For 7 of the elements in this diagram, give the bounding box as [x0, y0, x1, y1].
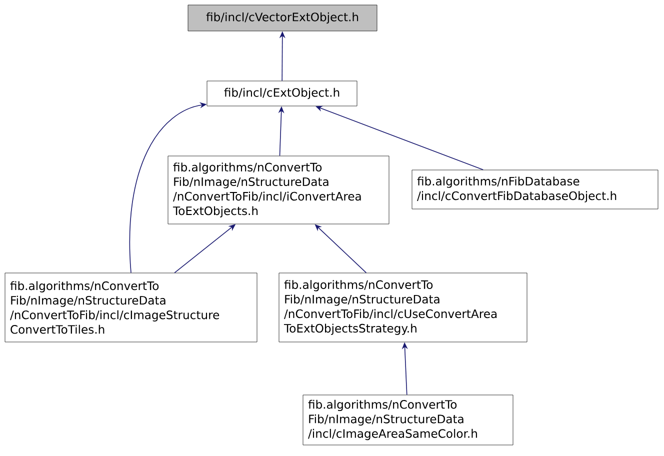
file-box: fib.algorithms/nConvertTo Fib/nImage/nStructureData /incl/cImageAreaSameColor.h	[302, 394, 514, 446]
file-box: fib.algorithms/nConvertTo Fib/nImage/nStructureData /nConvertToFib/incl/iConvertArea ToExtObjects.h	[168, 156, 390, 224]
file-box: fib.algorithms/nFibDatabase /incl/cConvertFibDatabaseObject.h	[412, 170, 658, 210]
file-box: fib/incl/cExtObject.h	[206, 80, 358, 106]
file-box: fib/incl/cVectorExtObject.h	[188, 4, 378, 32]
file-box: fib.algorithms/nConvertTo Fib/nImage/nStructureData /nConvertToFib/incl/cImageStructure ConvertToTiles.h	[4, 272, 258, 342]
file-box: fib.algorithms/nConvertTo Fib/nImage/nStructureData /nConvertToFib/incl/cUseConvertArea ToExtObjectsStrategy.h	[278, 272, 528, 342]
